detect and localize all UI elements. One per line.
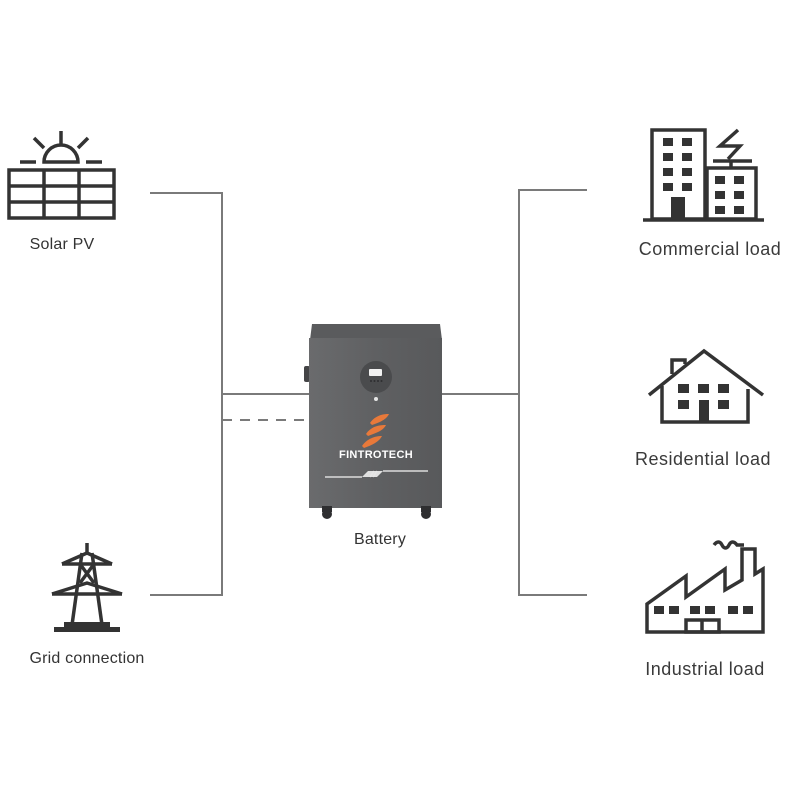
line-bus-to-commercial <box>518 189 587 596</box>
cabinet-wheels <box>322 506 431 519</box>
side-handle <box>304 366 310 382</box>
power-led <box>374 397 378 401</box>
display-buttons <box>370 380 383 382</box>
solar-label: Solar PV <box>29 236 95 253</box>
battery-label: Battery <box>353 531 407 548</box>
brand-logo-icon <box>362 414 389 448</box>
brand-name: FINTROTECH <box>339 449 413 461</box>
cabinet-lid <box>310 324 442 340</box>
grid-label: Grid connection <box>29 650 145 667</box>
commercial-label: Commercial load <box>638 239 782 259</box>
lcd-screen <box>369 369 382 376</box>
decor-stripe <box>325 470 428 478</box>
industrial-label: Industrial load <box>645 659 765 679</box>
residential-label: Residential load <box>634 449 772 469</box>
display-bezel <box>360 361 392 393</box>
